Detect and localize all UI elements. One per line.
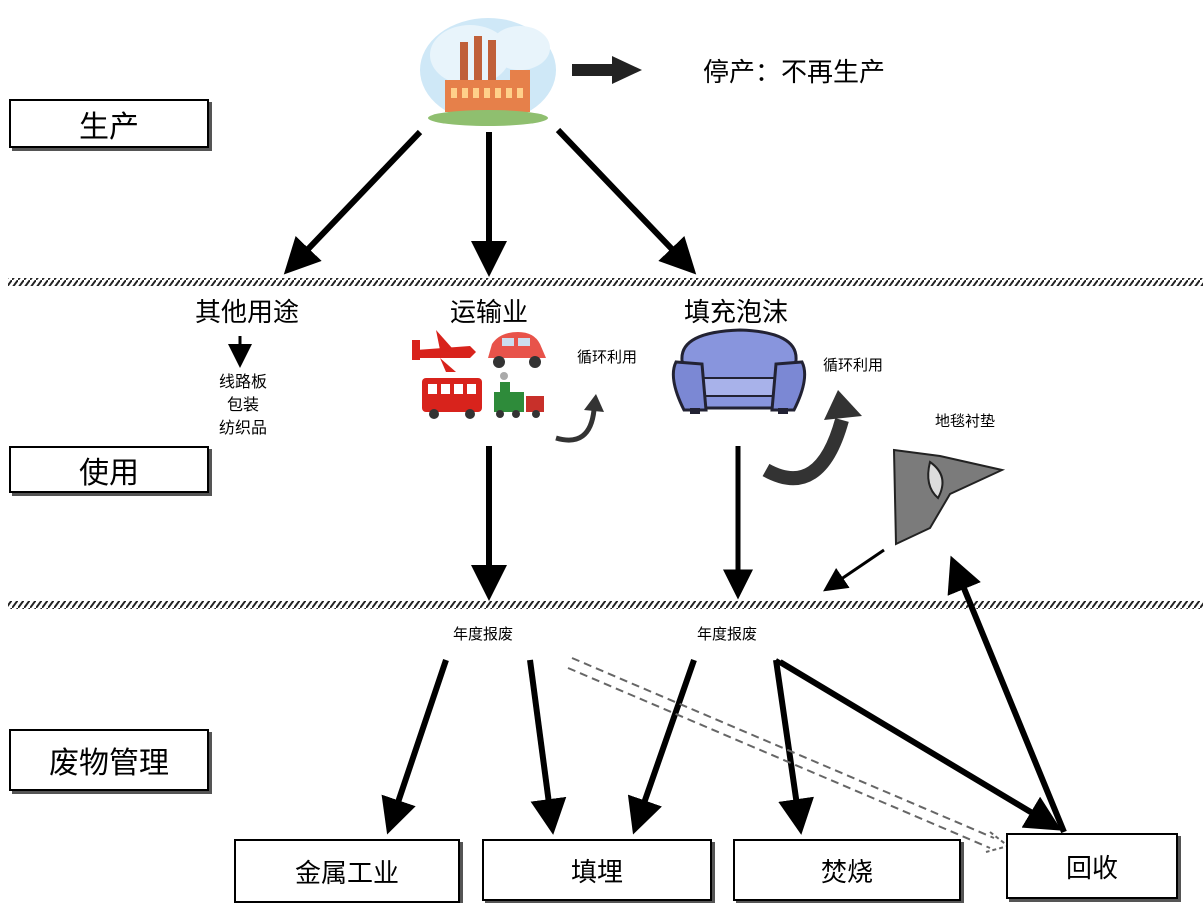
carpet-underlay-icon [892,448,1006,546]
arrow-scrap1-to-landfill [527,659,567,835]
arrow-corner-to-recycling [774,658,1058,830]
destination-incineration-label: 焚烧 [820,857,873,888]
sofa-icon [671,328,807,414]
arrow-carpet-to-scrap [823,548,885,592]
airplane-icon [412,330,476,372]
arrow-scrap2-to-incineration [773,659,814,835]
destination-landfill: 填埋 [482,839,712,901]
arrow-scrap1-to-metal [381,659,449,835]
annual-scrap-label-2: 年度报废 [697,625,758,643]
arrow-scrap2-to-landfill [627,659,697,835]
bus-icon [422,378,482,419]
arrow-recycling-to-carpet [947,555,1067,834]
stage-waste-management-box: 废物管理 [9,729,209,791]
recycle-use-label-1: 循环利用 [577,348,638,366]
destination-recycling: 回收 [1006,833,1178,899]
stop-production-text: 停产：不再生产 [703,58,886,88]
destination-metal-industry-label: 金属工业 [294,858,399,889]
other-uses-item: 线路板 [218,372,267,391]
recycle-use-label-2: 循环利用 [823,356,884,374]
train-icon [494,372,544,418]
arrow-factory-to-other-uses [283,129,423,275]
divider-bottom [8,601,1203,609]
stage-use-box: 使用 [9,446,209,493]
category-other-uses: 其他用途 [195,298,300,328]
divider-top [8,278,1203,286]
stage-use-label: 使用 [79,455,139,491]
other-uses-list: 线路板 包装 纺织品 [208,370,278,439]
car-icon [488,332,546,368]
destination-recycling-label: 回收 [1065,853,1118,884]
annual-scrap-label-1: 年度报废 [453,625,514,643]
category-transportation: 运输业 [450,298,529,328]
carpet-underlay-label: 地毯衬垫 [935,412,996,430]
other-uses-item: 包装 [226,395,259,414]
category-foam-filling: 填充泡沫 [684,298,789,328]
recycle-arrow-transport [555,394,604,443]
recycle-arrow-foam [762,390,862,486]
factory-icon [420,18,556,126]
destination-metal-industry: 金属工业 [234,839,460,903]
other-uses-item: 纺织品 [218,418,267,437]
stage-production-label: 生产 [79,109,139,145]
stop-production-arrow [572,56,642,84]
destination-landfill-label: 填埋 [570,857,623,888]
arrow-factory-to-foam [555,127,697,275]
destination-incineration: 焚烧 [733,839,961,901]
stage-waste-management-label: 废物管理 [49,746,169,781]
stage-production-box: 生产 [9,99,209,148]
